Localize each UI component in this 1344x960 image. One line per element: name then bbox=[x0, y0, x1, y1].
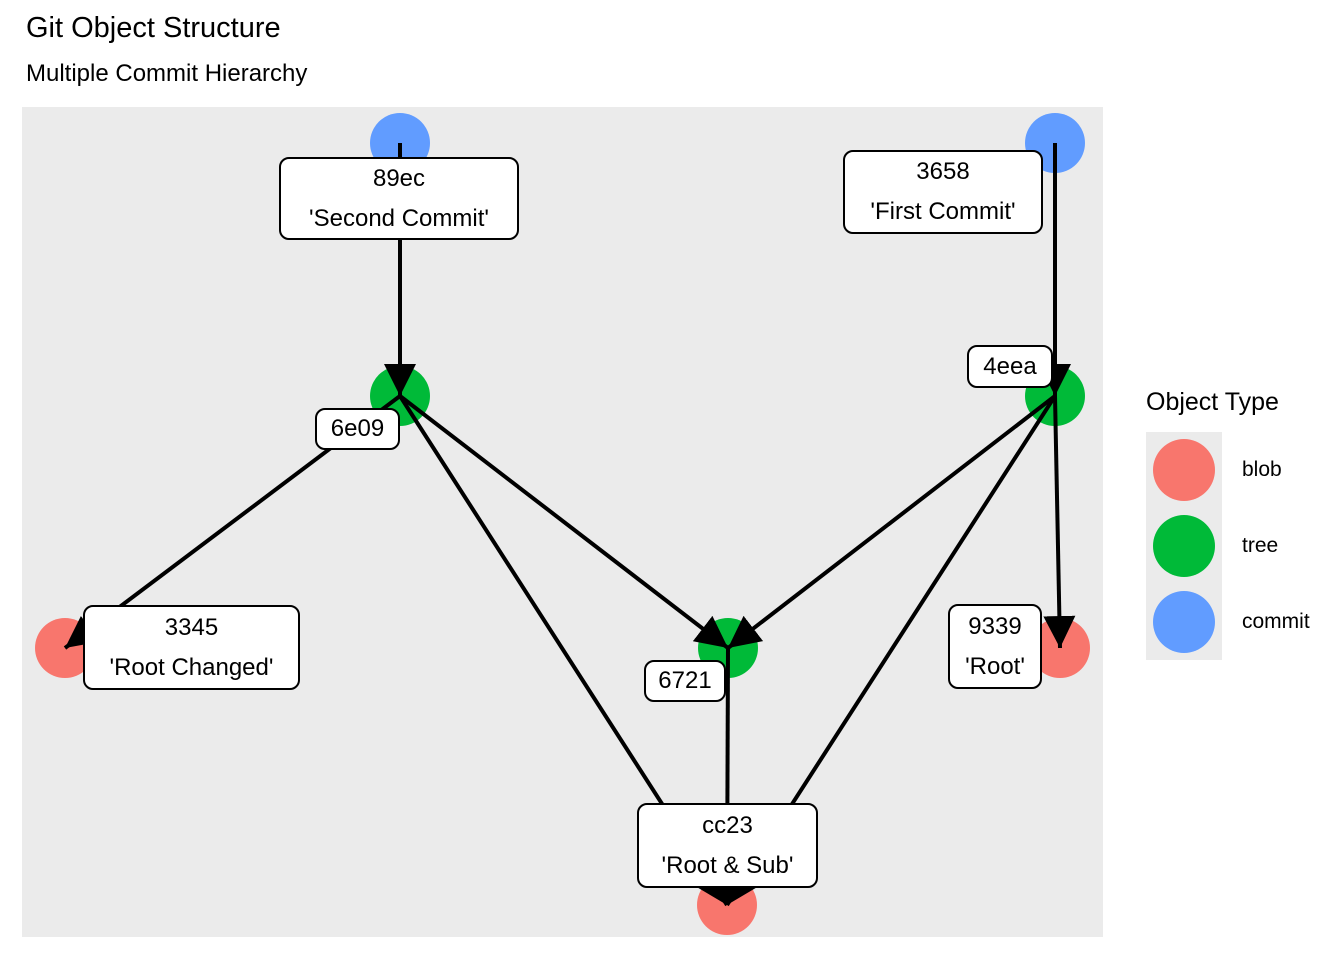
node-message: 'Root' bbox=[965, 652, 1025, 680]
legend-key-tree bbox=[1146, 508, 1222, 584]
node-hash: 9339 bbox=[968, 612, 1022, 640]
legend-item-tree: tree bbox=[1146, 508, 1310, 584]
node-hash: 6e09 bbox=[330, 415, 385, 442]
node-message: 'Root Changed' bbox=[109, 653, 274, 681]
node-hash: 4eea bbox=[983, 352, 1037, 380]
legend-title: Object Type bbox=[1146, 388, 1279, 416]
commit-circle-icon bbox=[1153, 591, 1215, 653]
tree-circle-icon bbox=[1153, 515, 1215, 577]
chart-subtitle: Multiple Commit Hierarchy bbox=[26, 60, 308, 87]
edge-6e09-to-6721 bbox=[398, 394, 730, 650]
node-hash: 3345 bbox=[164, 613, 219, 641]
legend-key-commit bbox=[1146, 584, 1222, 660]
node-label-4eea: 4eea bbox=[967, 345, 1053, 388]
node-label-6721: 6721 bbox=[644, 660, 726, 702]
node-hash: 6721 bbox=[658, 667, 712, 694]
node-label-9339: 9339 'Root' bbox=[948, 604, 1042, 689]
edge-4eea-to-6721 bbox=[726, 394, 1057, 650]
blob-circle-icon bbox=[1153, 439, 1215, 501]
node-hash: cc23 bbox=[702, 811, 753, 839]
node-message: 'First Commit' bbox=[870, 198, 1016, 225]
edge-4eea-to-9339 bbox=[1043, 395, 1076, 649]
node-hash: 89ec bbox=[372, 164, 426, 192]
legend: Object Type blob tree commit bbox=[1146, 388, 1310, 660]
node-message: 'Second Commit' bbox=[309, 204, 489, 232]
legend-item-blob: blob bbox=[1146, 432, 1310, 508]
node-label-3658: 3658 'First Commit' bbox=[843, 150, 1043, 234]
plot-panel: 89ec 'Second Commit' 3658 'First Commit' 6e0… bbox=[22, 107, 1103, 937]
node-hash: 3658 bbox=[916, 158, 970, 185]
node-label-cc23: cc23 'Root & Sub' bbox=[637, 803, 818, 888]
legend-keys: blob tree commit bbox=[1146, 432, 1310, 660]
legend-item-commit: commit bbox=[1146, 584, 1310, 660]
legend-label-tree: tree bbox=[1242, 534, 1279, 557]
node-label-6e09: 6e09 bbox=[315, 408, 400, 450]
legend-key-blob bbox=[1146, 432, 1222, 508]
node-label-3345: 3345 'Root Changed' bbox=[83, 605, 300, 690]
node-label-89ec: 89ec 'Second Commit' bbox=[279, 157, 519, 240]
legend-label-blob: blob bbox=[1242, 458, 1282, 481]
node-message: 'Root & Sub' bbox=[661, 851, 794, 879]
chart-title: Git Object Structure bbox=[26, 12, 281, 44]
legend-label-commit: commit bbox=[1242, 610, 1310, 633]
